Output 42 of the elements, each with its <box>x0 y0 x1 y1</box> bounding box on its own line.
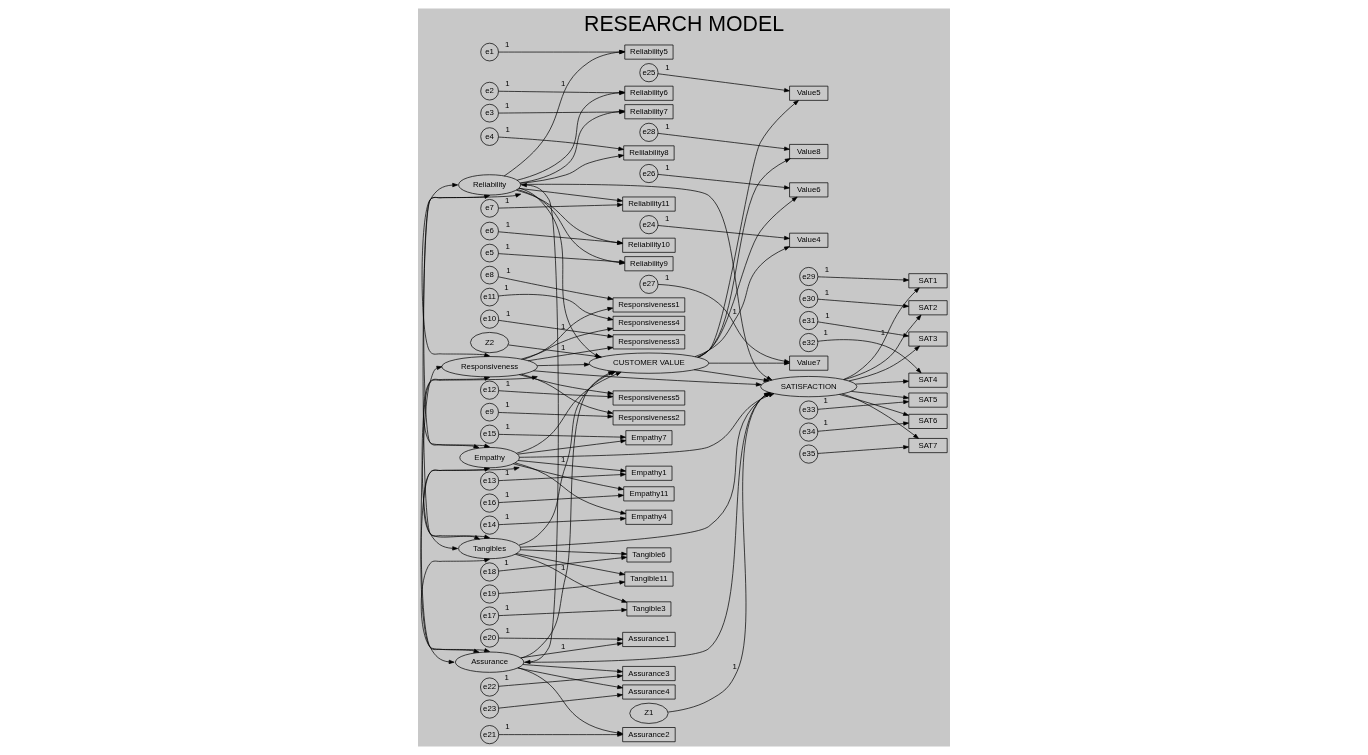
edge-label: 1 <box>505 602 510 612</box>
edge-label: 1 <box>825 310 830 320</box>
edge-label: 1 <box>561 455 566 465</box>
edge-label: 1 <box>823 328 828 338</box>
edge-label: 1 <box>665 214 670 224</box>
edge-label: 1 <box>823 418 828 428</box>
edge-label: 1 <box>505 79 510 89</box>
edge-label: 1 <box>732 307 737 317</box>
edge-label: 1 <box>665 122 670 132</box>
edge-label: 1 <box>504 282 509 292</box>
edge-label: 1 <box>505 422 510 432</box>
edge-label: 1 <box>504 489 510 499</box>
edge-label: 1 <box>505 125 510 135</box>
edge-label: 1 <box>505 241 510 251</box>
edge-label: 1 <box>561 321 566 331</box>
edge-label: 1 <box>505 625 510 635</box>
edge-label: 1 <box>504 557 509 567</box>
edge-label: 1 <box>504 511 510 521</box>
edge-label: 1 <box>665 163 670 172</box>
diagram-title: RESEARCH MODEL <box>584 12 784 37</box>
edge-label: 1 <box>880 328 886 338</box>
edge-label: 1 <box>504 673 509 683</box>
edge-label: 1 <box>505 39 510 49</box>
edge-label: 1 <box>561 342 566 352</box>
edge-label: 1 <box>823 396 828 406</box>
edge-label: 1 <box>824 264 830 274</box>
edge-label: 1 <box>824 287 830 297</box>
edge-label: 1 <box>732 662 737 672</box>
edge-label: 1 <box>505 378 511 388</box>
edge-label: 1 <box>506 309 511 319</box>
edge-label: 1 <box>561 641 566 651</box>
edge-label: 1 <box>561 563 566 573</box>
edge-label: 1 <box>505 722 510 732</box>
edge-label: 1 <box>664 272 670 282</box>
edge-label: 1 <box>504 467 510 477</box>
edge-label: 1 <box>504 195 510 205</box>
edge-label: 1 <box>505 220 511 230</box>
edge-label: 1 <box>561 79 566 89</box>
edge-label: 1 <box>505 100 510 110</box>
edge-label: 1 <box>665 62 670 72</box>
edge-label: 1 <box>506 266 511 276</box>
edge-label: 1 <box>505 400 510 410</box>
